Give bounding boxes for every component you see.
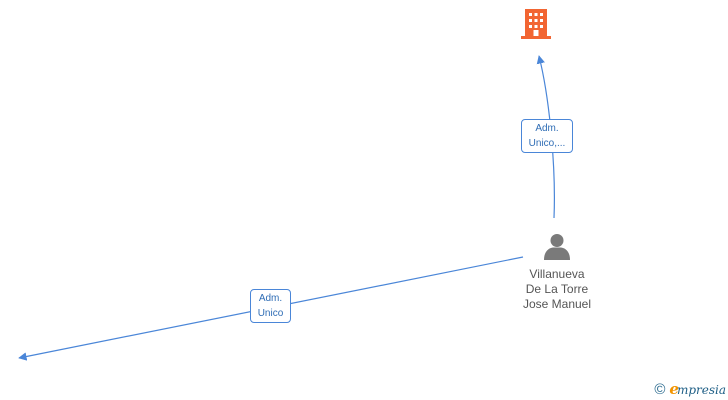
person-name-line-2: De La Torre (525, 282, 589, 296)
copyright-icon: © (654, 380, 666, 398)
edge-label-line-1: Adm. (258, 293, 283, 304)
edge-label-adm-unico-company[interactable]: Adm. Unico,... (521, 119, 573, 153)
building-icon[interactable] (521, 9, 551, 39)
edge-label-adm-unico-left[interactable]: Adm. Unico (250, 289, 291, 323)
person-name[interactable]: Villanueva De La Torre Jose Manuel (497, 267, 617, 312)
empresia-watermark: © empresia (654, 380, 726, 398)
brand-logo: empresia (669, 380, 726, 398)
person-icon[interactable] (544, 234, 570, 260)
brand-logo-text: mpresia (676, 383, 726, 397)
edge-label-line-2: Unico,... (528, 138, 566, 149)
person-name-line-1: Villanueva (529, 267, 585, 281)
edge-label-line-2: Unico (257, 308, 284, 319)
person-name-line-3: Jose Manuel (522, 297, 592, 311)
brand-logo-initial: e (669, 380, 679, 398)
edge-label-line-1: Adm. (535, 123, 559, 134)
